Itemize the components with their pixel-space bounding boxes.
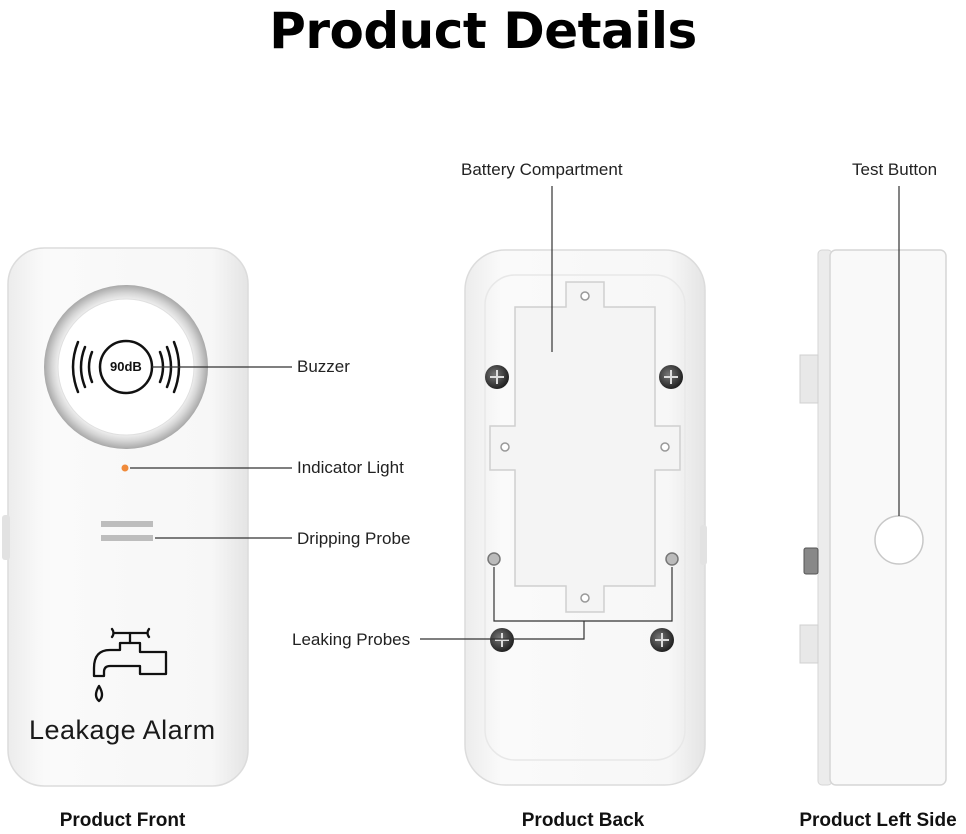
back-device xyxy=(464,249,707,786)
caption-front: Product Front xyxy=(59,810,186,831)
indicator-light-label: Indicator Light xyxy=(297,458,404,477)
front-callout-lines xyxy=(130,366,292,539)
caption-side: Product Left Side xyxy=(799,810,957,831)
leaking-probe-left xyxy=(487,552,501,566)
battery-compartment-label: Battery Compartment xyxy=(461,160,623,179)
battery-compartment xyxy=(489,281,681,613)
dripping-probe-label: Dripping Probe xyxy=(297,529,411,548)
dripping-probe xyxy=(101,521,153,527)
indicator-light xyxy=(121,464,129,472)
side-device xyxy=(799,249,947,786)
back-callout-lines xyxy=(420,186,673,640)
test-button-label: Test Button xyxy=(852,160,938,179)
faucet-icon xyxy=(92,627,168,703)
leaking-probes-label: Leaking Probes xyxy=(292,630,411,649)
page-title: Product Details xyxy=(269,2,697,60)
front-device xyxy=(2,247,249,787)
buzzer-label: Buzzer xyxy=(297,357,350,376)
screw-icons xyxy=(485,365,683,652)
leaking-probe-right xyxy=(665,552,679,566)
device-brand-text: Leakage Alarm xyxy=(29,715,216,745)
caption-back: Product Back xyxy=(521,810,645,831)
buzzer-db-label: 90dB xyxy=(110,359,142,374)
test-button xyxy=(874,515,924,565)
